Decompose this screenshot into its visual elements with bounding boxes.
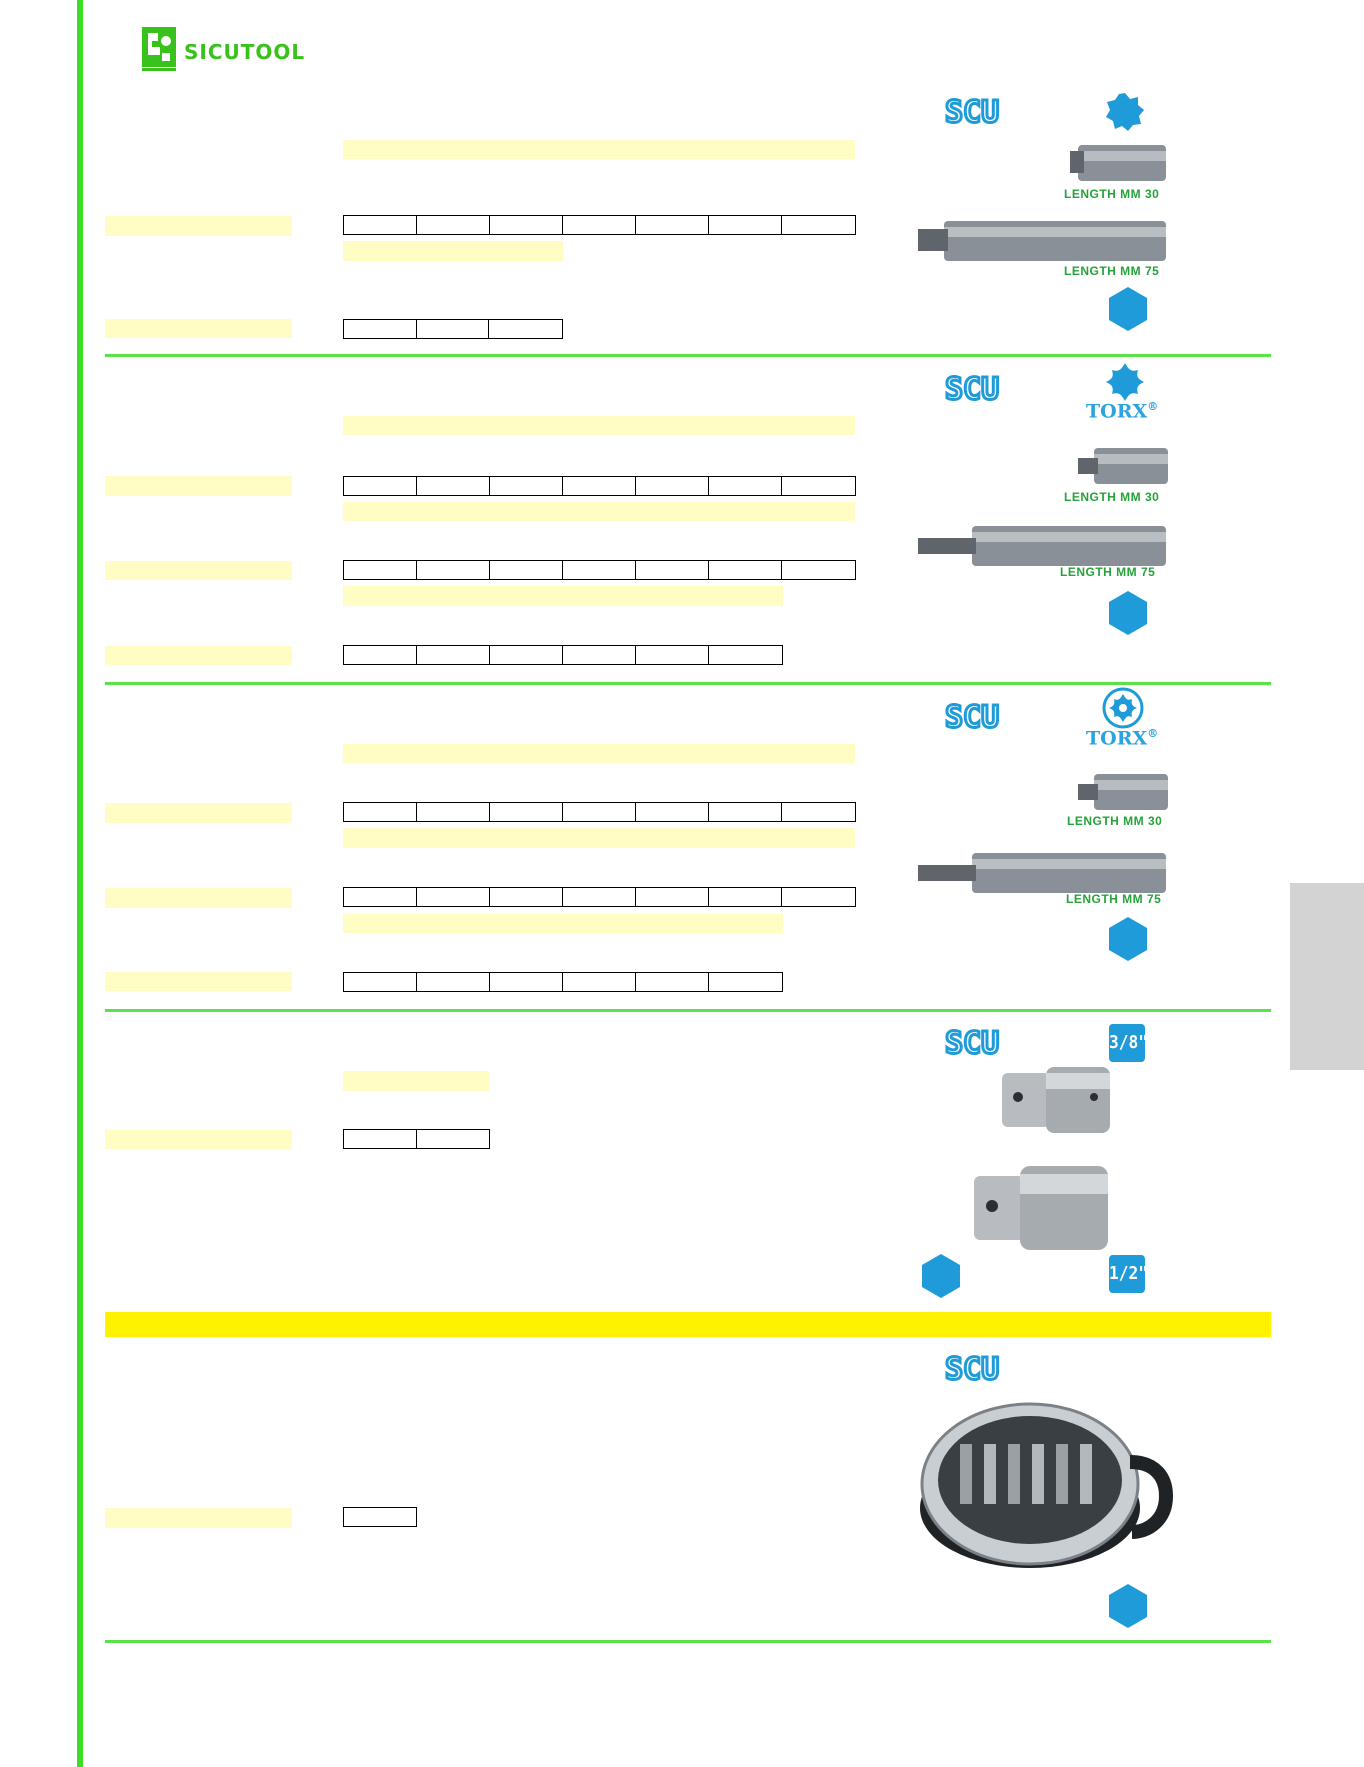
row-highlight (343, 1071, 490, 1091)
row-highlight (343, 502, 855, 521)
length-label: LENGTH MM 30 (1064, 187, 1160, 201)
scu-logo-icon: SCU (944, 1025, 1001, 1063)
section-separator (105, 682, 1271, 685)
size-grid (343, 972, 783, 992)
spline-profile-icon (1106, 93, 1144, 131)
torx-trademark: TORX® (1086, 727, 1159, 750)
bit-75mm-image (918, 221, 1166, 261)
size-grid (343, 319, 563, 339)
bit-holder-adapter-image (974, 1166, 1108, 1250)
svg-text:SCU: SCU (945, 372, 999, 407)
drive-3-8-badge: 3/8" (1109, 1024, 1148, 1062)
row-highlight (343, 586, 783, 606)
yellow-band (105, 1312, 1271, 1337)
left-green-bar (77, 0, 83, 1767)
bit-30mm-image (1078, 448, 1168, 484)
hex-drive-icon (1109, 1584, 1147, 1628)
scu-logo-icon: SCU (944, 699, 1001, 737)
label-highlight (105, 561, 292, 580)
row-highlight (343, 241, 563, 261)
row-highlight (343, 140, 855, 159)
row-highlight (343, 416, 855, 435)
label-highlight (105, 1130, 292, 1149)
scu-logo-icon: SCU (944, 1351, 1001, 1389)
label-highlight (105, 1508, 292, 1528)
label-highlight (105, 216, 292, 236)
label-highlight (105, 476, 292, 496)
svg-text:SCU: SCU (945, 1352, 999, 1387)
torx-star-icon (1106, 363, 1144, 401)
length-label: LENGTH MM 30 (1067, 814, 1163, 828)
hex-drive-icon (1109, 287, 1147, 331)
bit-30mm-image (1078, 774, 1168, 810)
brand-name: SICUTOOL (184, 40, 306, 64)
label-highlight (105, 646, 292, 665)
side-tab (1290, 883, 1364, 1070)
section-separator (105, 1640, 1271, 1643)
torx-tamper-icon (1102, 687, 1144, 729)
svg-text:SCU: SCU (945, 700, 999, 735)
size-grid (343, 476, 856, 496)
size-grid (343, 1507, 417, 1527)
sicutool-logo-icon (142, 27, 176, 71)
scu-logo-icon: SCU (944, 371, 1001, 409)
size-grid (343, 560, 856, 580)
bit-30mm-image (1070, 145, 1166, 181)
hex-drive-icon (922, 1254, 960, 1298)
label-highlight (105, 888, 292, 908)
torx-trademark: TORX® (1086, 400, 1159, 423)
bit-holder-adapter-image (1002, 1067, 1110, 1133)
length-label: LENGTH MM 75 (1060, 565, 1156, 579)
row-highlight (343, 744, 855, 763)
svg-text:SCU: SCU (945, 1026, 999, 1061)
size-grid (343, 802, 856, 822)
row-highlight (343, 914, 783, 933)
bit-75mm-image (918, 526, 1166, 566)
hex-drive-icon (1109, 591, 1147, 635)
svg-text:SCU: SCU (945, 95, 999, 130)
length-label: LENGTH MM 75 (1066, 892, 1162, 906)
section-separator (105, 1009, 1271, 1012)
label-highlight (105, 319, 292, 338)
length-label: LENGTH MM 75 (1064, 264, 1160, 278)
label-highlight (105, 972, 292, 991)
size-grid (343, 1129, 490, 1149)
scu-logo-icon: SCU (944, 94, 1001, 132)
length-label: LENGTH MM 30 (1064, 490, 1160, 504)
row-highlight (343, 828, 855, 848)
size-grid (343, 887, 856, 907)
label-highlight (105, 803, 292, 823)
bit-75mm-image (918, 853, 1166, 893)
bit-set-case-image (920, 1402, 1174, 1568)
drive-1-2-badge: 1/2" (1109, 1255, 1148, 1293)
section-separator (105, 354, 1271, 357)
size-grid (343, 215, 856, 235)
size-grid (343, 645, 783, 665)
hex-drive-icon (1109, 917, 1147, 961)
